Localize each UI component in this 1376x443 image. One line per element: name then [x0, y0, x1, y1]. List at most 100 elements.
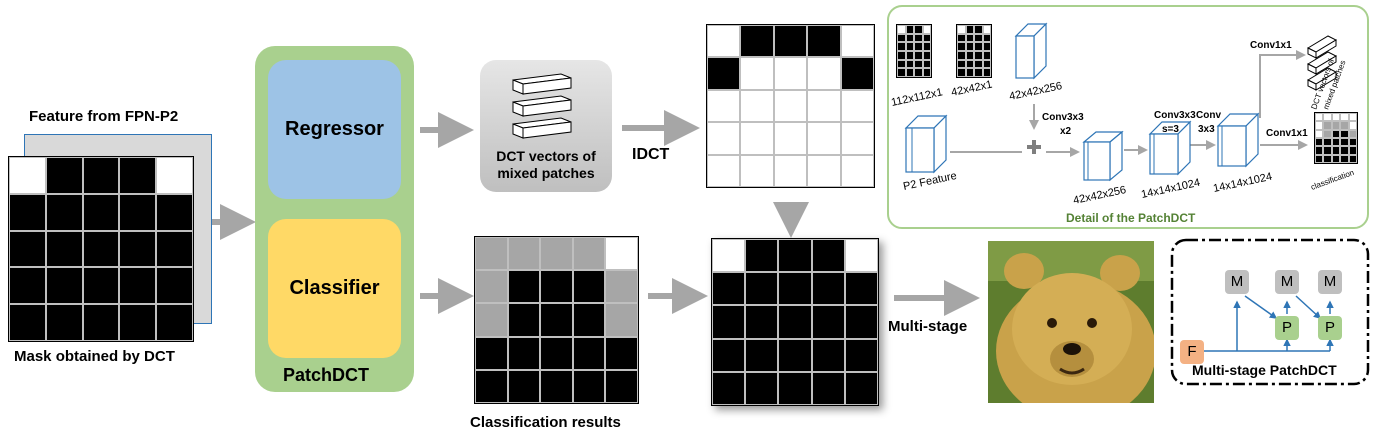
grid-cell — [914, 33, 923, 43]
block-42x42x256-top — [1014, 22, 1048, 80]
grid-cell — [965, 51, 974, 60]
classifier-label: Classifier — [289, 277, 380, 299]
grid-cell — [45, 267, 83, 305]
op-conv3x3-a: Conv3x3 — [1042, 112, 1084, 123]
grid-cell — [82, 230, 120, 268]
grid-cell — [965, 25, 974, 34]
grid-cell — [540, 369, 573, 403]
grid-cell — [897, 33, 906, 43]
grid-cell — [982, 42, 991, 51]
mask-label: Mask obtained by DCT — [14, 348, 175, 365]
grid-cell — [807, 122, 841, 155]
grid-cell — [572, 369, 606, 403]
grid-cell — [905, 59, 914, 69]
grid-cell — [807, 154, 841, 187]
grid-cell — [572, 336, 606, 370]
op-conv3x3-b: Conv3x3 — [1154, 110, 1196, 121]
grid-cell — [740, 89, 774, 123]
grid-cell — [572, 303, 606, 337]
grid-cell — [982, 33, 991, 43]
grid-cell — [156, 304, 193, 341]
grid-cell — [540, 303, 573, 337]
grid-cell — [82, 304, 120, 341]
dct-vector-bars-small — [1306, 35, 1338, 91]
dct-vectors-caption: DCT vectors of mixed patches — [496, 148, 596, 181]
grid-cell — [897, 51, 906, 60]
grid-cell — [773, 57, 808, 90]
grid-cell — [745, 305, 779, 339]
grid-cell — [807, 57, 841, 90]
grid-cell — [914, 25, 923, 34]
grid-cell — [1340, 113, 1349, 122]
grid-cell — [1323, 137, 1332, 147]
grid-cell — [957, 51, 966, 60]
grid-cell — [957, 68, 966, 77]
grid-cell — [982, 25, 991, 34]
grid-cell — [740, 25, 774, 58]
grid-cell — [1331, 113, 1341, 122]
grid-cell — [778, 239, 812, 273]
grid-cell — [9, 193, 46, 231]
grid-cell — [811, 272, 845, 306]
grid-cell — [773, 122, 808, 155]
grid-cell — [707, 25, 741, 58]
grid-cell — [605, 270, 638, 304]
grid-cell — [773, 154, 808, 187]
grid-cell — [9, 304, 46, 341]
grid-cell — [1323, 129, 1332, 138]
grid-cell — [974, 33, 983, 43]
grid-cell — [922, 59, 931, 69]
multistage-caption: Multi-stage PatchDCT — [1192, 362, 1337, 378]
detail-mask-112 — [896, 24, 932, 78]
grid-cell — [914, 68, 923, 77]
grid-cell — [922, 33, 931, 43]
grid-cell — [982, 51, 991, 60]
grid-cell — [712, 305, 746, 339]
grid-cell — [745, 371, 779, 405]
block-14x14x1024-a — [1148, 120, 1192, 176]
grid-cell — [807, 25, 841, 58]
grid-cell — [740, 122, 774, 155]
grid-cell — [1315, 154, 1324, 163]
grid-cell — [45, 304, 83, 341]
grid-cell — [840, 122, 874, 155]
size-42x42x256-mid: 42x42x256 — [1072, 184, 1127, 207]
grid-cell — [1340, 154, 1349, 163]
grid-cell — [507, 270, 541, 304]
grid-cell — [605, 369, 638, 403]
grid-cell — [974, 59, 983, 69]
p-node-2: P — [1318, 316, 1342, 340]
grid-cell — [1348, 113, 1357, 122]
grid-cell — [914, 51, 923, 60]
regressor-box: Regressor — [268, 60, 401, 199]
grid-cell — [82, 157, 120, 194]
grid-cell — [778, 338, 812, 372]
grid-cell — [707, 154, 741, 187]
grid-cell — [844, 338, 878, 372]
grid-cell — [82, 267, 120, 305]
grid-cell — [712, 338, 746, 372]
grid-cell — [605, 336, 638, 370]
block-14x14x1024-b — [1216, 112, 1260, 168]
grid-cell — [745, 239, 779, 273]
op-s3: s=3 — [1162, 124, 1179, 135]
grid-cell — [156, 193, 193, 231]
grid-cell — [572, 237, 606, 271]
grid-cell — [475, 303, 508, 337]
grid-cell — [844, 272, 878, 306]
grid-cell — [778, 371, 812, 405]
size-112x112x1: 112x112x1 — [890, 86, 944, 109]
grid-cell — [811, 305, 845, 339]
grid-cell — [82, 193, 120, 231]
grid-cell — [1323, 121, 1332, 130]
grid-cell — [9, 230, 46, 268]
grid-cell — [1331, 154, 1341, 163]
grid-cell — [605, 303, 638, 337]
grid-cell — [922, 51, 931, 60]
multistage-label: Multi-stage — [888, 318, 968, 335]
grid-cell — [840, 154, 874, 187]
grid-cell — [475, 237, 508, 271]
grid-cell — [905, 68, 914, 77]
grid-cell — [773, 25, 808, 58]
